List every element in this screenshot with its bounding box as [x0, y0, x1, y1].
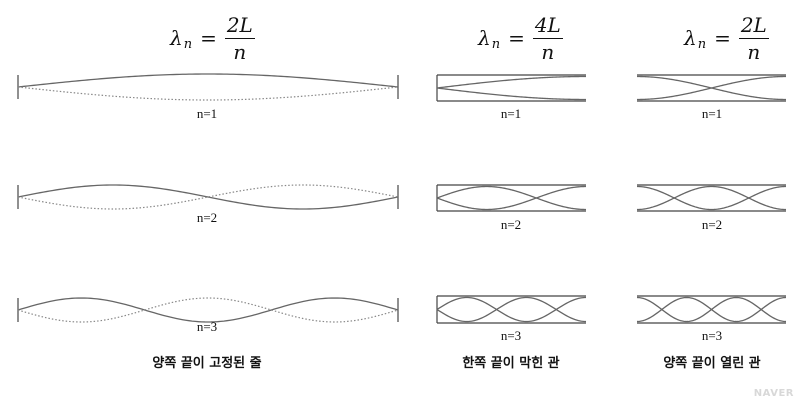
- mode-label-closed-n1: n=1: [500, 106, 522, 121]
- closed-pipe-wave-upper: [436, 75, 586, 89]
- caption-pipe-open-both-ends: 양쪽 끝이 열린 관: [663, 356, 761, 371]
- naver-watermark: NAVER: [753, 388, 794, 399]
- mode-label-string-n3: n=3: [196, 319, 218, 334]
- denominator: n: [541, 39, 555, 64]
- string-wave-solid: [17, 184, 399, 210]
- lambda-subscript: n: [183, 36, 193, 52]
- mode-label-open-n1: n=1: [701, 106, 723, 121]
- lambda-symbol: λ: [478, 26, 491, 50]
- open-pipe-wave-lower: [636, 185, 787, 211]
- mode-label-open-n3: n=3: [701, 328, 723, 343]
- fraction: 2L n: [738, 12, 769, 64]
- mode-label-closed-n2: n=2: [500, 217, 522, 232]
- mode-label-string-n2: n=2: [196, 210, 218, 225]
- equals-sign: =: [508, 26, 525, 50]
- numerator: 2L: [224, 12, 255, 39]
- lambda-symbol: λ: [684, 26, 697, 50]
- closed-pipe-wave-lower: [436, 87, 586, 101]
- string-wave-dotted: [17, 184, 399, 210]
- closed-pipe-wave-upper: [436, 185, 587, 211]
- closed-pipe-wave-lower: [436, 296, 587, 323]
- equals-sign: =: [200, 26, 217, 50]
- mode-label-open-n2: n=2: [701, 217, 723, 232]
- formula-string: λ n = 2L n: [170, 10, 255, 66]
- string-wave-solid: [17, 73, 399, 88]
- caption-string-fixed-both-ends: 양쪽 끝이 고정된 줄: [152, 356, 262, 371]
- lambda-symbol: λ: [170, 26, 183, 50]
- mode-label-string-n1: n=1: [196, 106, 218, 121]
- string-wave-dotted: [17, 86, 399, 101]
- fraction: 2L n: [224, 12, 255, 64]
- equals-sign: =: [714, 26, 731, 50]
- closed-pipe-wave-lower: [436, 185, 587, 211]
- caption-pipe-closed-one-end: 한쪽 끝이 막힌 관: [462, 356, 560, 371]
- formula-open-pipe: λ n = 2L n: [684, 10, 769, 66]
- open-pipe-wave-lower: [636, 296, 787, 323]
- formula-closed-pipe: λ n = 4L n: [478, 10, 563, 66]
- open-pipe-wave-upper: [636, 185, 787, 211]
- string-wave-solid: [17, 297, 399, 323]
- denominator: n: [747, 39, 761, 64]
- lambda-subscript: n: [491, 36, 501, 52]
- lambda-subscript: n: [697, 36, 707, 52]
- mode-label-closed-n3: n=3: [500, 328, 522, 343]
- numerator: 4L: [532, 12, 563, 39]
- closed-pipe-wave-upper: [436, 296, 587, 323]
- open-pipe-wave-lower: [637, 75, 786, 101]
- denominator: n: [233, 39, 247, 64]
- numerator: 2L: [738, 12, 769, 39]
- fraction: 4L n: [532, 12, 563, 64]
